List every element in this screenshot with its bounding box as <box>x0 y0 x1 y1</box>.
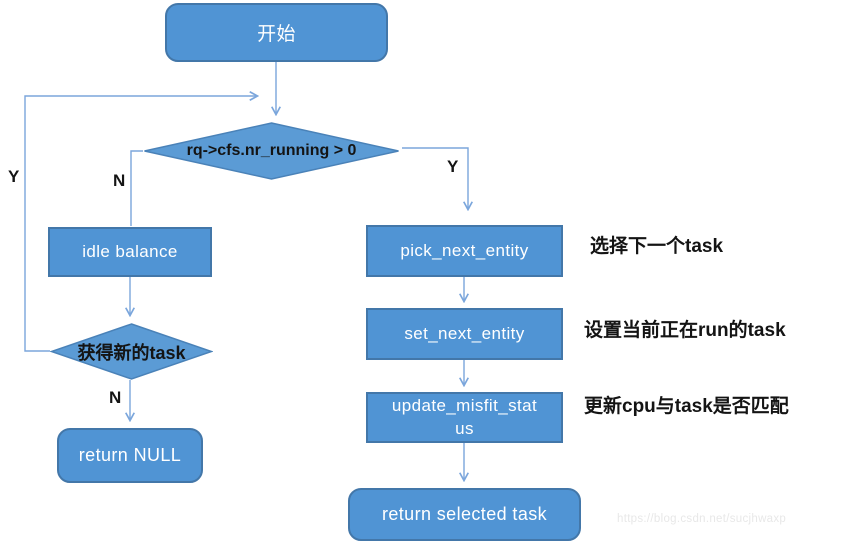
decision-nr-running: rq->cfs.nr_running > 0 <box>143 122 400 180</box>
branch-label-yes-main: Y <box>447 157 459 176</box>
edge-loop-yes-back-to-top <box>24 96 257 352</box>
node-update-misfit-status-label: update_misfit_status <box>391 396 538 438</box>
node-return-null: return NULL <box>57 428 203 483</box>
annotation-update-misfit: 更新cpu与task是否匹配 <box>584 396 789 417</box>
decision-got-new-task: 获得新的task <box>50 323 213 380</box>
watermark-url: https://blog.csdn.net/sucjhwaxp <box>617 513 787 525</box>
edge-decision-yes-to-pick <box>402 147 468 209</box>
node-pick-next-entity: pick_next_entity <box>366 225 563 277</box>
node-start-label: 开始 <box>257 24 296 45</box>
annotation-pick-next: 选择下一个task <box>590 236 724 257</box>
annotation-set-next: 设置当前正在run的task <box>584 320 786 341</box>
decision-got-new-task-label: 获得新的task <box>77 342 186 363</box>
node-return-selected-task-label: return selected task <box>381 504 548 524</box>
diamond-shape <box>144 122 399 180</box>
node-start: 开始 <box>165 3 388 62</box>
node-return-null-label: return NULL <box>78 445 182 465</box>
node-idle-balance-label: idle balance <box>82 242 178 261</box>
decision-nr-running-label: rq->cfs.nr_running > 0 <box>186 142 357 159</box>
branch-label-no-main: N <box>113 171 126 190</box>
diamond-shape <box>50 323 213 380</box>
node-set-next-entity-label: set_next_entity <box>404 324 525 343</box>
node-pick-next-entity-label: pick_next_entity <box>400 241 529 260</box>
node-update-misfit-status: update_misfit_status <box>366 392 563 443</box>
node-return-selected-task: return selected task <box>348 488 581 541</box>
node-idle-balance: idle balance <box>48 227 212 277</box>
edge-decision-no-to-idle <box>130 150 143 226</box>
node-set-next-entity: set_next_entity <box>366 308 563 360</box>
branch-label-yes-loop: Y <box>8 167 20 186</box>
branch-label-no-got-task: N <box>109 388 122 407</box>
